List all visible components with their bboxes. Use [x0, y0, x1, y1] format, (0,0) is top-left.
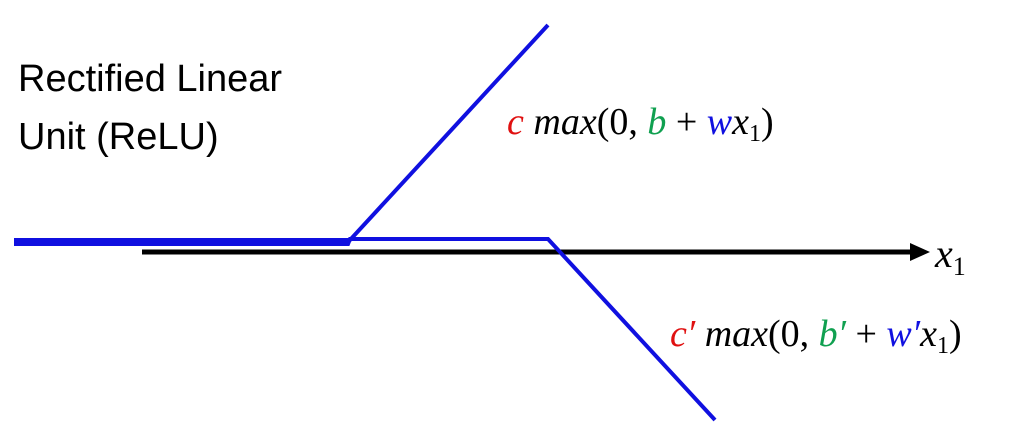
formula-2-b: b′ — [818, 313, 846, 355]
title-line-2: Unit (ReLU) — [18, 116, 219, 158]
formula-1-c: c — [507, 101, 524, 143]
formula-2-x: x — [920, 313, 937, 355]
formula-2-sub: 1 — [936, 333, 949, 359]
x-axis-arrowhead — [910, 243, 930, 261]
formula-1-plus: + — [666, 101, 707, 143]
formula-1-sub: 1 — [749, 121, 762, 147]
formula-2-close: ) — [948, 313, 962, 355]
formula-2-w: w′ — [886, 313, 921, 355]
formula-2-c: c′ — [670, 313, 696, 355]
formula-1-open: (0, — [596, 101, 638, 143]
formula-2-open: (0, — [768, 313, 810, 355]
formula-2-plus: + — [845, 313, 887, 355]
title-line-1: Rectified Linear — [18, 58, 283, 100]
diagram-title: Rectified Linear Unit (ReLU) — [18, 50, 282, 166]
formula-relu-2: c′ max(0, b′ + w′x1) — [670, 312, 962, 360]
formula-1-x: x — [732, 101, 750, 143]
formula-1-close: ) — [761, 101, 774, 143]
x-axis-label-sub: 1 — [952, 252, 966, 281]
formula-2-max: max — [704, 313, 768, 355]
x-axis-label-var: x — [935, 231, 953, 276]
x-axis-label: x1 — [935, 230, 966, 282]
relu-curve-2 — [14, 237, 717, 422]
formula-1-max: max — [533, 101, 597, 143]
formula-relu-1: c max(0, b + wx1) — [507, 100, 774, 148]
formula-1-w: w — [706, 101, 733, 143]
formula-1-b: b — [647, 101, 667, 143]
